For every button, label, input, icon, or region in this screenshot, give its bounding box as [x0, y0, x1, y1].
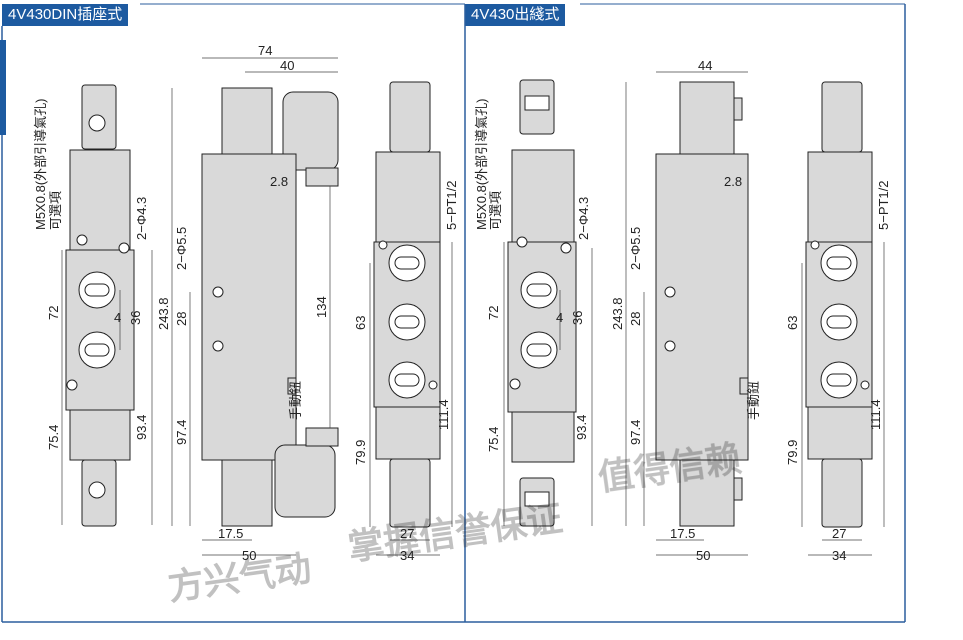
- r-dim-27: 27: [832, 526, 846, 541]
- panel-title-wire: 4V430出綫式: [465, 4, 566, 26]
- r-dim-hole-4-3: 2−Φ4.3: [576, 197, 591, 240]
- r-dim-50: 50: [696, 548, 710, 563]
- r-dim-97-4: 97.4: [628, 420, 643, 445]
- left-side-view: [201, 87, 339, 527]
- dim-hole-5-5: 2−Φ5.5: [174, 227, 189, 270]
- r-dim-79-9: 79.9: [785, 440, 800, 465]
- dim-27: 27: [400, 526, 414, 541]
- note-external-pilot: M5X0.8(外部引導氣孔): [33, 99, 48, 230]
- right-front-view: [507, 79, 577, 527]
- dim-75-4: 75.4: [46, 425, 61, 450]
- dim-63: 63: [353, 316, 368, 330]
- dim-2-8: 2.8: [270, 174, 288, 189]
- dim-4: 4: [114, 310, 121, 325]
- watermark-brand: 方兴气动: [166, 548, 314, 609]
- r-note-optional: 可選項: [488, 191, 503, 230]
- dim-50: 50: [242, 548, 256, 563]
- left-port-view: [373, 81, 441, 528]
- note-optional: 可選項: [48, 191, 63, 230]
- left-side-dims: [171, 57, 338, 556]
- right-port-view: [805, 81, 873, 528]
- dim-40: 40: [280, 58, 294, 73]
- dim-17-5: 17.5: [218, 526, 243, 541]
- dim-93-4: 93.4: [134, 415, 149, 440]
- r-dim-75-4: 75.4: [486, 427, 501, 452]
- dim-74: 74: [258, 43, 272, 58]
- r-note-external-pilot: M5X0.8(外部引導氣孔): [474, 99, 489, 230]
- dim-79-9: 79.9: [353, 440, 368, 465]
- r-label-manual-button: 手動鈕: [746, 381, 761, 420]
- r-dim-34: 34: [832, 548, 846, 563]
- left-port-dims: [369, 242, 453, 556]
- watermark-guarantee: 掌握信誉保证: [346, 498, 566, 569]
- dim-72: 72: [46, 306, 61, 320]
- r-dim-17-5: 17.5: [670, 526, 695, 541]
- right-side-view: [655, 81, 749, 527]
- dim-34: 34: [400, 548, 414, 563]
- edge-marker: [0, 40, 6, 135]
- dim-134: 134: [314, 296, 329, 318]
- dim-hole-4-3: 2−Φ4.3: [134, 197, 149, 240]
- r-dim-hole-5-5: 2−Φ5.5: [628, 227, 643, 270]
- r-dim-port-pt12: 5−PT1/2: [876, 180, 891, 230]
- dim-28: 28: [174, 312, 189, 326]
- r-dim-2-8: 2.8: [724, 174, 742, 189]
- r-dim-63: 63: [785, 316, 800, 330]
- r-dim-36: 36: [570, 311, 585, 325]
- r-dim-111-4: 111.4: [868, 399, 883, 430]
- left-front-dims: [61, 250, 153, 525]
- r-dim-44: 44: [698, 58, 712, 73]
- dim-243-8: 243.8: [156, 297, 171, 330]
- right-side-dims: [625, 71, 748, 556]
- right-front-dims: [503, 242, 593, 526]
- dim-port-pt12: 5−PT1/2: [444, 180, 459, 230]
- right-port-dims: [801, 242, 885, 556]
- r-dim-72: 72: [486, 306, 501, 320]
- label-manual-button: 手動鈕: [288, 381, 303, 420]
- r-dim-243-8: 243.8: [610, 297, 625, 330]
- r-dim-4: 4: [556, 310, 563, 325]
- r-dim-28: 28: [628, 312, 643, 326]
- left-front-view: [65, 84, 135, 527]
- dim-36: 36: [128, 311, 143, 325]
- r-dim-93-4: 93.4: [574, 415, 589, 440]
- dim-97-4: 97.4: [174, 420, 189, 445]
- panel-title-din: 4V430DIN插座式: [2, 4, 129, 26]
- dim-111-4: 111.4: [436, 399, 451, 430]
